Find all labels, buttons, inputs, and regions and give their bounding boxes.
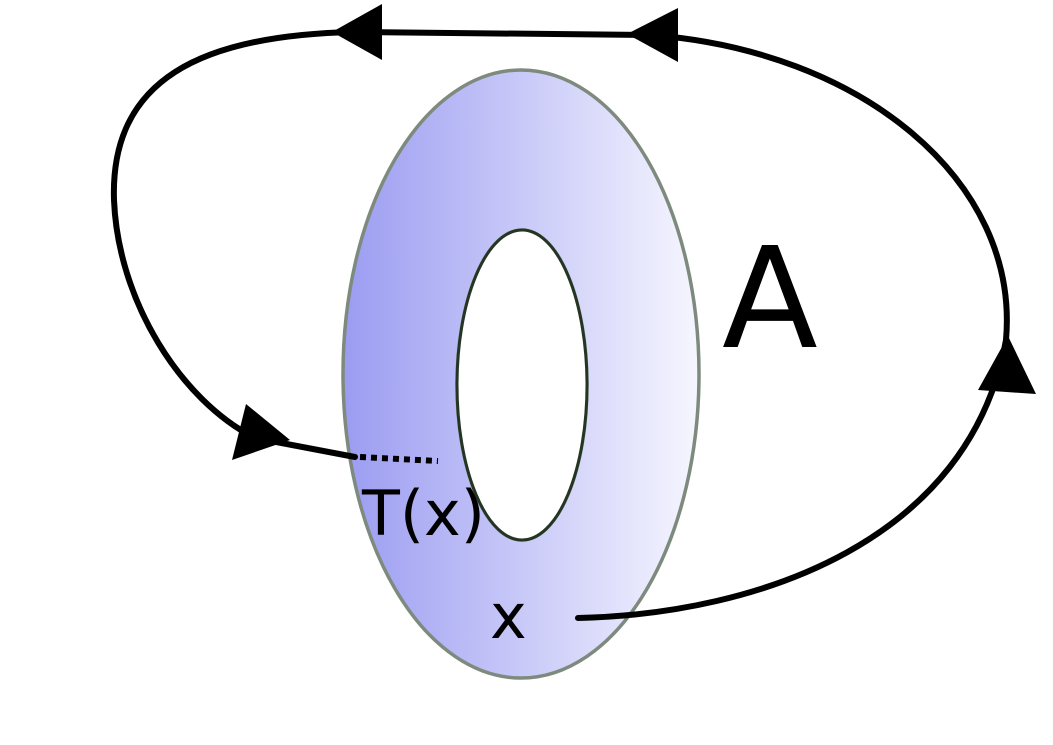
arrowhead-left [232, 404, 290, 460]
set-label-a: A [722, 218, 818, 381]
arrowhead-right [978, 336, 1036, 394]
arrowhead-top-right [627, 8, 678, 62]
point-label-x: x [490, 580, 527, 653]
orbit-dotted-segment [359, 454, 439, 464]
arrowhead-top-left [332, 4, 382, 60]
orbit-arrow-path [110, 28, 1010, 621]
annulus-hole [455, 228, 589, 542]
image-point-label: T(x) [361, 477, 485, 550]
